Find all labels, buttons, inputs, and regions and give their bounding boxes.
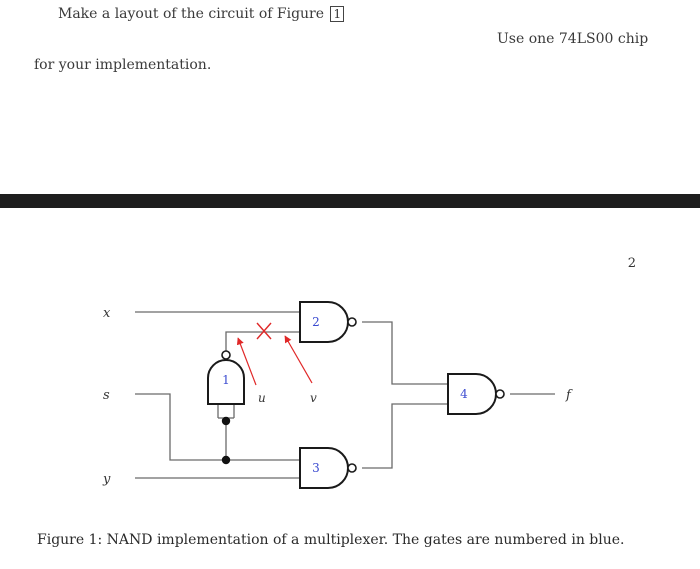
nand-gate-4 [447, 373, 505, 415]
wire-gate2-output [362, 321, 448, 385]
wires [135, 311, 555, 479]
instruction-line-1: Make a layout of the circuit of Figure 1 [58, 6, 345, 22]
output-label-f: f [565, 388, 573, 403]
input-label-x: x [103, 306, 111, 321]
junction-dot-lower [221, 455, 231, 465]
input-label-y: y [102, 472, 111, 487]
page-divider [0, 194, 700, 208]
figure-reference-link[interactable]: 1 [330, 6, 345, 22]
instruction-line-3: for your implementation. [34, 57, 212, 73]
gate-number-2: 2 [312, 315, 320, 329]
gate-number-1: 1 [222, 373, 230, 387]
nand-gate-2 [299, 301, 357, 343]
instruction-line-2: Use one 74LS00 chip [497, 31, 649, 47]
circuit-diagram: x s y f u v 1 2 3 4 [102, 301, 573, 489]
wire-gate3-output [362, 403, 448, 469]
gate-number-3: 3 [312, 461, 320, 475]
nand-gate-3 [299, 447, 357, 489]
wire-s [135, 393, 300, 461]
nand-gate-1 [207, 350, 245, 405]
instruction-text: Make a layout of the circuit of Figure [58, 6, 325, 22]
junction-dot-upper [221, 416, 231, 426]
page-number: 2 [627, 256, 636, 271]
figure-caption: Figure 1: NAND implementation of a multi… [37, 532, 625, 548]
annotation-label-u: u [258, 391, 266, 405]
arrow-u [236, 337, 257, 386]
input-label-s: s [103, 388, 110, 403]
wire-gate1-output [225, 331, 300, 352]
arrow-v [284, 335, 313, 384]
gate-number-4: 4 [460, 387, 468, 401]
annotation-label-v: v [310, 391, 317, 405]
break-mark-x [256, 322, 272, 340]
